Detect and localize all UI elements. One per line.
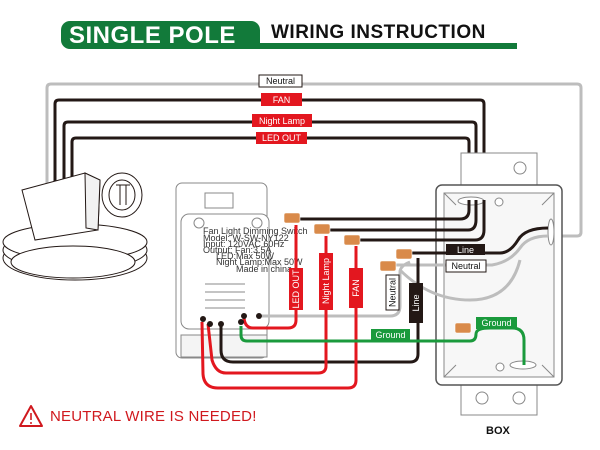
- junction-box: [435, 152, 563, 416]
- neutral-vertical-box: [385, 274, 400, 311]
- line-vertical-label: Line: [411, 294, 421, 311]
- led-out-vertical-label: LED OUT: [291, 269, 301, 309]
- device-made-in: Made in china: [236, 264, 292, 274]
- box-label: BOX: [486, 425, 510, 437]
- title-underline: [251, 43, 517, 49]
- device-line-2: Input: 120VAC 60Hz: [203, 239, 285, 249]
- fan-light-fixture: [2, 172, 148, 281]
- night-lamp-wire-red: [206, 236, 328, 375]
- fan-vertical-label: FAN: [351, 279, 361, 297]
- warning-triangle-icon: [19, 405, 43, 427]
- neutral-wire-top: [45, 82, 583, 238]
- night-lamp-top-label-box: [252, 114, 312, 127]
- line-box-label-box: [446, 244, 485, 255]
- fan-wire-black: [360, 200, 486, 242]
- neutral-box-label-box: [445, 259, 487, 273]
- neutral-wire-box: [395, 234, 549, 267]
- night-lamp-vertical-box: [319, 253, 333, 310]
- terminal-led-out: [241, 313, 247, 319]
- ground-box-label: Ground: [481, 318, 511, 328]
- led-out-wire-red: [242, 225, 298, 330]
- title-banner: SINGLE POLE WIRING INSTRUCTION: [61, 21, 517, 51]
- warning-text: NEUTRAL WIRE IS NEEDED!: [50, 407, 257, 425]
- line-vertical-box: [409, 283, 423, 323]
- fan-wire-red: [200, 246, 358, 390]
- line-wire-switch: [219, 258, 420, 364]
- fan-top-label-box: [261, 93, 302, 106]
- led-out-top-label-box: [256, 132, 307, 144]
- night-lamp-wire-black: [330, 200, 478, 232]
- title-highlight: SINGLE POLE: [61, 21, 260, 49]
- title-rest: WIRING INSTRUCTION: [271, 22, 486, 43]
- wire-nut-led-out: [283, 212, 301, 224]
- device-name: Fan Light Dimming Switch: [203, 226, 308, 236]
- neutral-top-label-box: [258, 74, 303, 88]
- neutral-box-label: Neutral: [451, 261, 480, 271]
- ground-box-label-box: [476, 317, 517, 329]
- night-lamp-top-label: Night Lamp: [259, 116, 305, 126]
- neutral-top-label: Neutral: [266, 76, 295, 86]
- night-lamp-vertical-label: Night Lamp: [321, 258, 331, 304]
- wire-nut-neutral: [379, 260, 397, 272]
- terminal-line: [218, 321, 224, 327]
- wire-nut-ground: [454, 322, 472, 334]
- device-line-5: Night Lamp:Max 50W: [216, 257, 303, 267]
- wire-nut-line: [395, 248, 413, 260]
- terminal-neutral: [256, 313, 262, 319]
- device-line-4: LED:Max 50W: [216, 251, 275, 261]
- device-line-1: Model: W-SW-NY122: [203, 233, 289, 243]
- neutral-wire-switch: [262, 260, 411, 318]
- terminal-ground: [238, 319, 244, 325]
- fan-top-label: FAN: [273, 95, 291, 105]
- neutral-vertical-label: Neutral: [388, 278, 398, 307]
- wire-nut-night-lamp: [313, 223, 331, 235]
- line-box-label: Line: [457, 245, 474, 255]
- led-out-wire-black: [300, 200, 471, 221]
- led-out-vertical-box: [289, 268, 303, 310]
- terminal-fan: [200, 316, 206, 322]
- ground-wire: [239, 326, 526, 365]
- neutral-warning: NEUTRAL WIRE IS NEEDED!: [18, 404, 257, 428]
- line-wire-box: [410, 226, 549, 255]
- led-out-top-label: LED OUT: [262, 133, 302, 143]
- wire-nut-fan: [343, 234, 361, 246]
- ground-switch-label: Ground: [375, 330, 405, 340]
- device-line-3: Output: Fan:3.5A: [203, 245, 272, 255]
- ground-switch-label-box: [371, 329, 410, 341]
- terminal-night-lamp: [207, 321, 213, 327]
- fan-vertical-box: [349, 268, 363, 308]
